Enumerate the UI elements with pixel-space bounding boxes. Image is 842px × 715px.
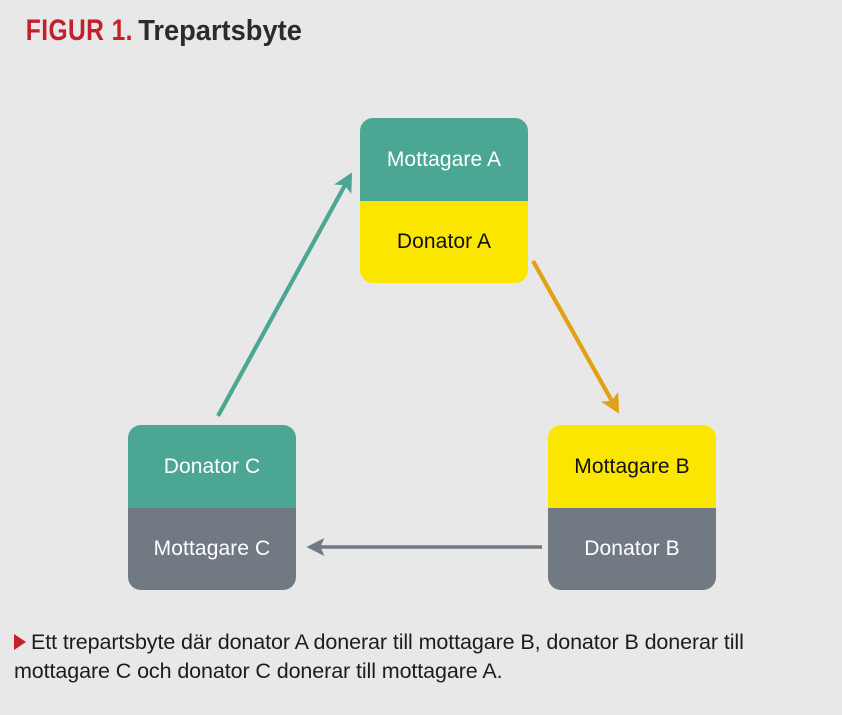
page-title: FIGUR 1. Trepartsbyte <box>14 14 307 56</box>
caption-text: Ett trepartsbyte där donator A donerar t… <box>14 630 744 684</box>
node-b[interactable]: Mottagare B Donator B <box>548 425 716 590</box>
node-c-recipient-label: Mottagare C <box>128 507 296 590</box>
trepartsbyte-diagram: Mottagare A Donator A Donator C Mottagar… <box>0 66 842 600</box>
node-a-recipient-label: Mottagare A <box>360 118 528 201</box>
node-a[interactable]: Mottagare A Donator A <box>360 118 528 283</box>
figure-number-label: FIGUR 1. <box>25 14 133 47</box>
node-a-donor-label: Donator A <box>360 200 528 283</box>
node-c[interactable]: Donator C Mottagare C <box>128 425 296 590</box>
figure-caption: Ett trepartsbyte där donator A donerar t… <box>14 628 832 686</box>
node-c-donor-label: Donator C <box>128 425 296 508</box>
node-b-donor-label: Donator B <box>548 507 716 590</box>
node-b-recipient-label: Mottagare B <box>548 425 716 508</box>
caption-triangle-bullet-icon <box>14 634 26 650</box>
arrow-layer <box>216 172 620 557</box>
figure-title-text: Trepartsbyte <box>137 15 302 47</box>
arrow-c-to-a <box>216 172 353 418</box>
arrow-a-to-b <box>531 259 620 414</box>
